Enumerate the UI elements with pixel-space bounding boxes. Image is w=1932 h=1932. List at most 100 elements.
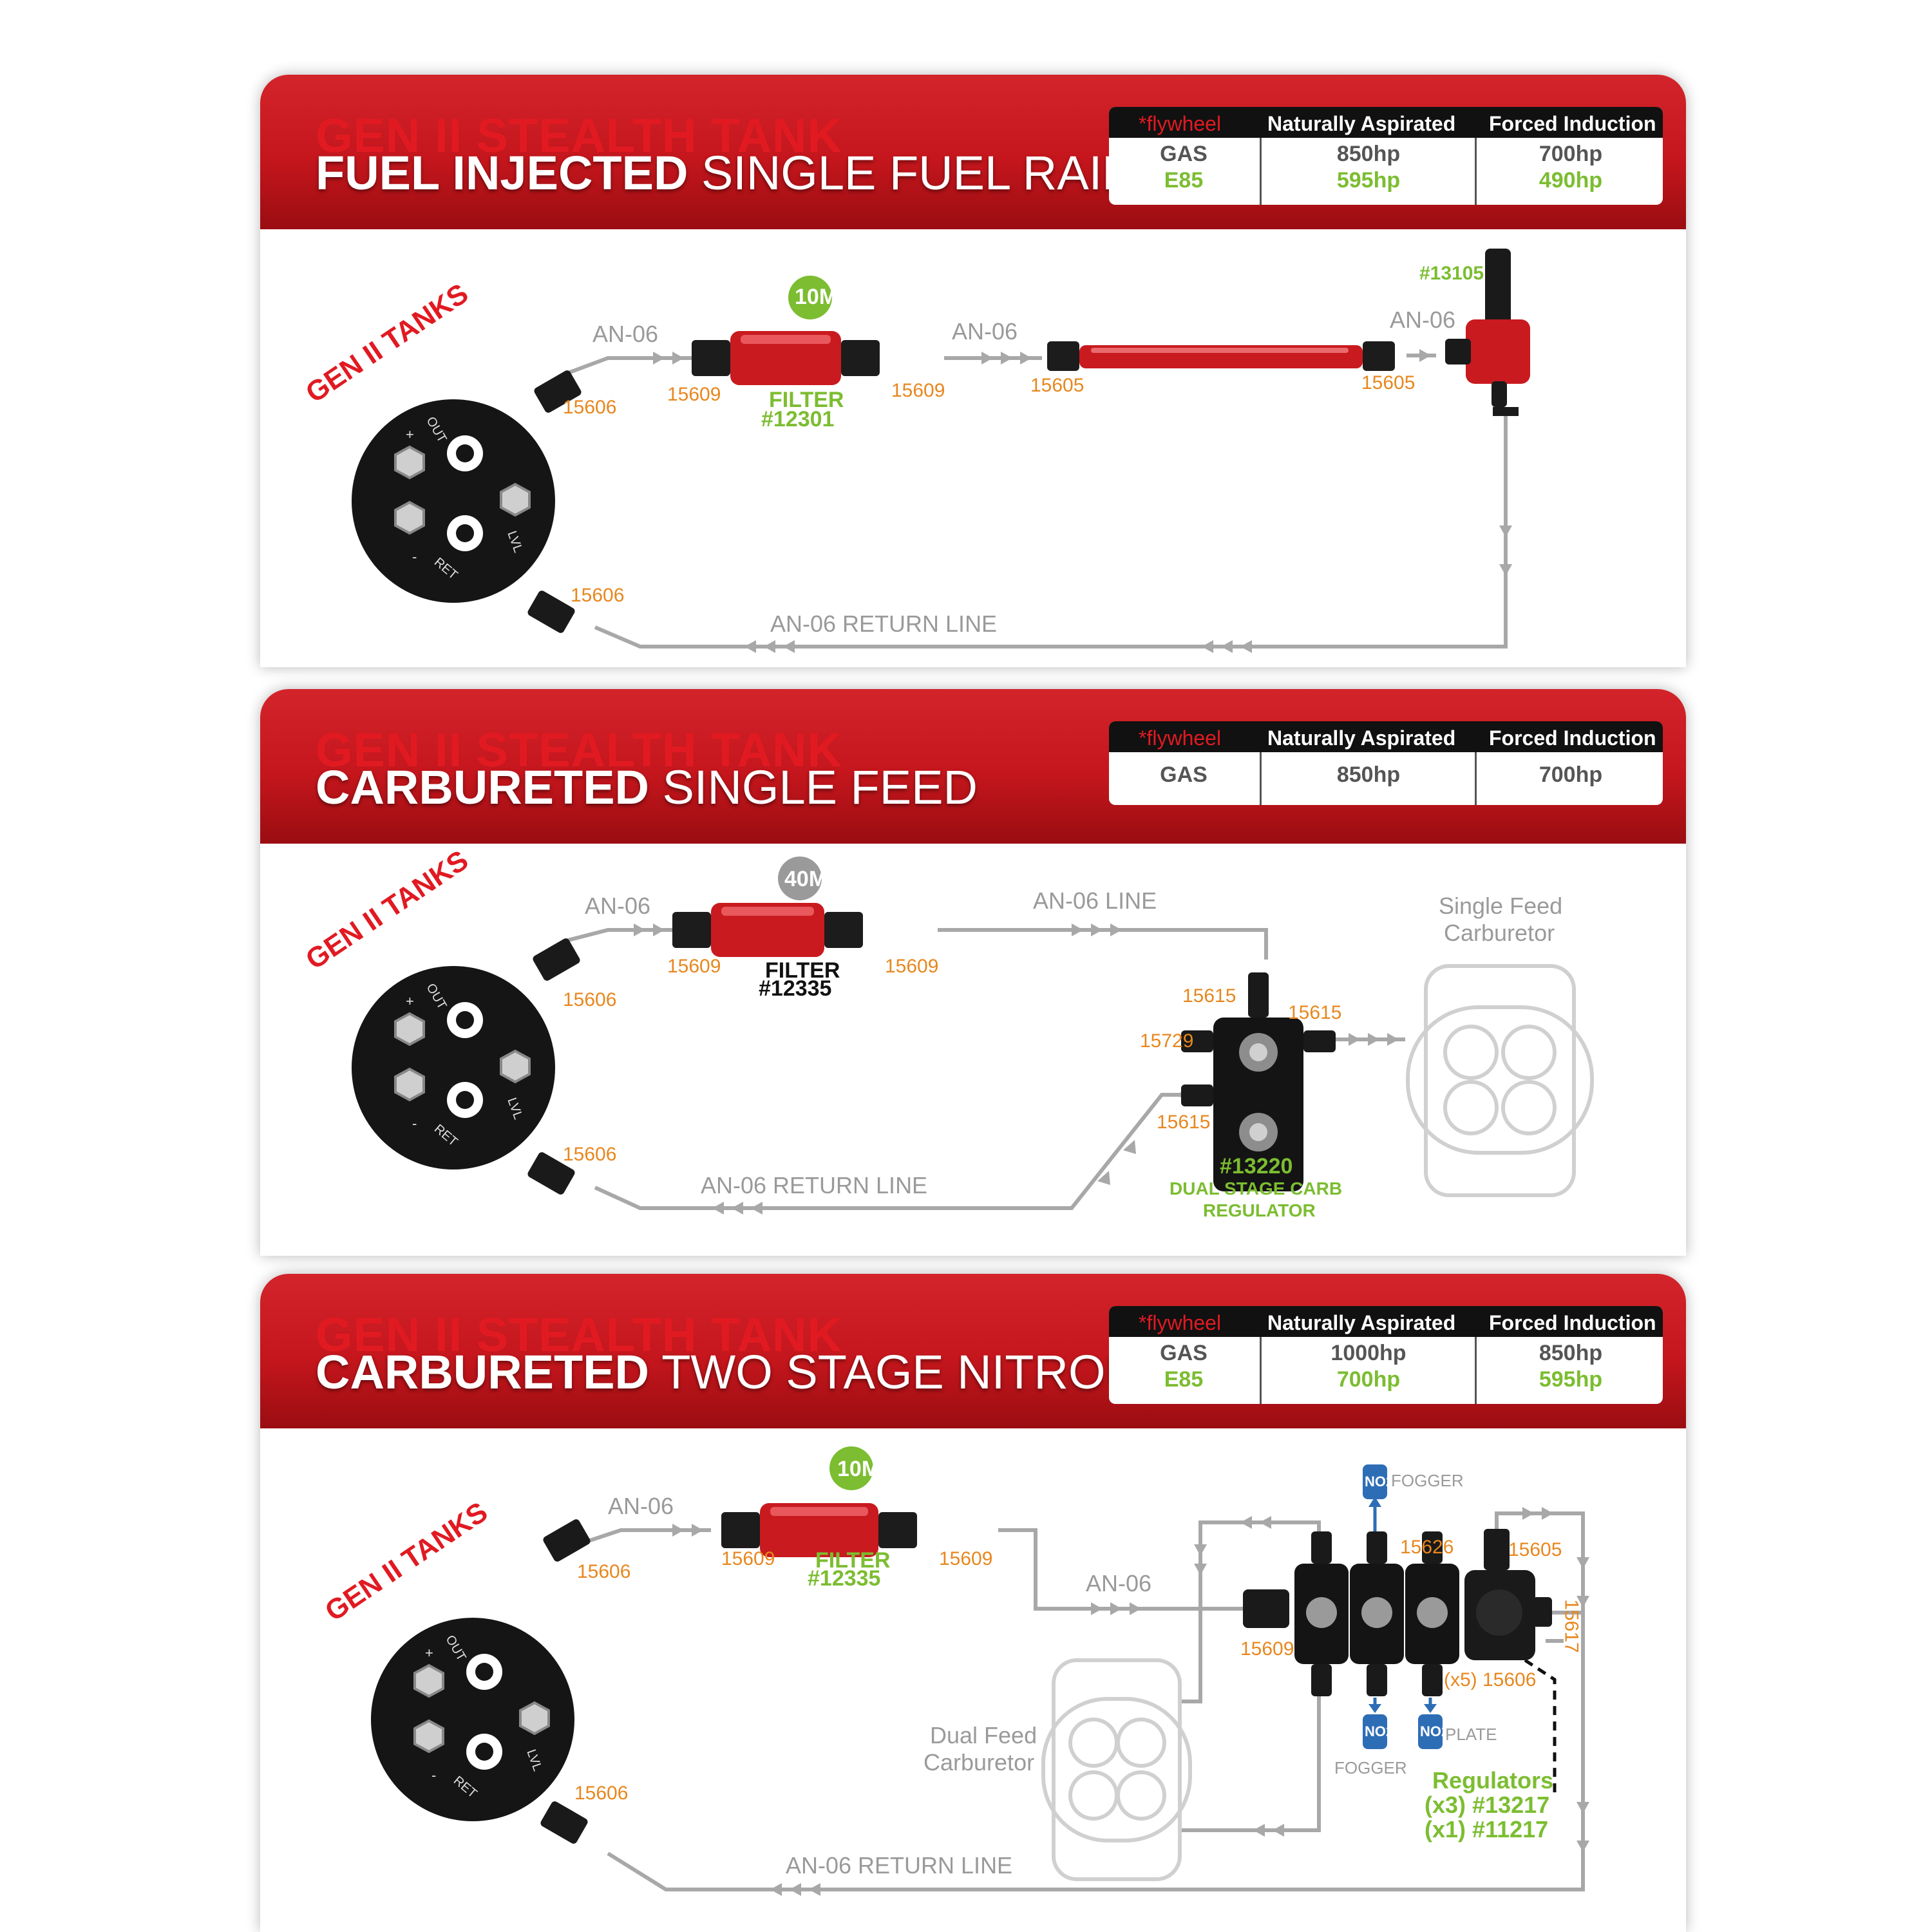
table-header: *flywheel Naturally Aspirated Forced Ind… bbox=[1109, 107, 1663, 138]
filter-label: FILTER bbox=[815, 1548, 891, 1573]
carburetor-label: Single Feed bbox=[1439, 893, 1563, 919]
regulators-line: (x1) #11217 bbox=[1425, 1816, 1549, 1842]
filter-label: FILTER bbox=[765, 958, 840, 983]
fi-gas-hp: 700hp bbox=[1539, 762, 1603, 787]
line-label: AN-06 bbox=[1390, 307, 1456, 333]
fuel-gas: GAS bbox=[1160, 762, 1208, 787]
fitting-label: 15606 bbox=[563, 989, 617, 1010]
table-header: *flywheel Naturally Aspirated Forced Ind… bbox=[1109, 721, 1663, 752]
horsepower-table: *flywheel Naturally Aspirated Forced Ind… bbox=[1109, 721, 1663, 805]
port-minus: - bbox=[412, 549, 417, 565]
filter-badge: 10M bbox=[795, 285, 838, 309]
filter-part: #12335 bbox=[808, 1566, 881, 1591]
filter-badge: 10M bbox=[837, 1457, 880, 1481]
fitting-label: 15609 bbox=[667, 956, 721, 977]
no2-fogger-label: FOGGER bbox=[1334, 1758, 1407, 1777]
fitting-label: 15609 bbox=[891, 380, 945, 401]
na-column: 1000hp 700hp bbox=[1260, 1337, 1475, 1404]
fitting-label: 15617 bbox=[1560, 1599, 1582, 1653]
no2-tag: NO2 bbox=[1420, 1723, 1450, 1739]
fitting-label: 15615 bbox=[1182, 985, 1236, 1007]
col-forced-induction: Forced Induction bbox=[1489, 1311, 1656, 1334]
flywheel-label: *flywheel bbox=[1139, 112, 1222, 135]
line-label: AN-06 bbox=[952, 318, 1018, 345]
fi-column: 700hp bbox=[1475, 752, 1663, 805]
col-naturally-aspirated: Naturally Aspirated bbox=[1267, 112, 1456, 135]
fi-gas-hp: 700hp bbox=[1539, 142, 1603, 166]
fitting-label: 15615 bbox=[1288, 1002, 1342, 1023]
port-plus: + bbox=[406, 426, 414, 442]
fuel-column: GAS E85 bbox=[1109, 1337, 1258, 1404]
line-label: AN-06 bbox=[592, 321, 659, 347]
fitting-label: 15626 bbox=[1400, 1537, 1454, 1558]
fuel-gas: GAS bbox=[1160, 142, 1208, 166]
fitting-label: 15605 bbox=[1361, 372, 1416, 393]
fitting-label: 15615 bbox=[1157, 1112, 1211, 1133]
plumbing-diagram bbox=[352, 857, 1594, 1215]
regulators-line: (x3) #13217 bbox=[1425, 1792, 1550, 1818]
table-header: *flywheel Naturally Aspirated Forced Ind… bbox=[1109, 1306, 1663, 1337]
fitting-label: 15606 bbox=[563, 397, 617, 418]
line-label: AN-06 bbox=[585, 893, 651, 919]
port-minus: - bbox=[431, 1767, 437, 1783]
fuel-e85: E85 bbox=[1164, 1367, 1204, 1392]
plumbing-diagram bbox=[352, 249, 1530, 653]
panel-title-line2: CARBURETED SINGLE FEED bbox=[316, 761, 978, 814]
no2-fogger-label: FOGGER bbox=[1391, 1471, 1464, 1490]
col-forced-induction: Forced Induction bbox=[1489, 726, 1656, 750]
regulator-desc: DUAL STAGE CARB bbox=[1170, 1179, 1343, 1198]
carburetor-label: Carburetor bbox=[923, 1749, 1035, 1776]
regulator-desc: REGULATOR bbox=[1203, 1200, 1316, 1220]
col-naturally-aspirated: Naturally Aspirated bbox=[1267, 726, 1456, 750]
na-e85-hp: 595hp bbox=[1336, 168, 1401, 193]
fuel-column: GAS E85 bbox=[1109, 138, 1258, 205]
regulator-part: #13220 bbox=[1220, 1154, 1293, 1179]
fitting-label: 15609 bbox=[885, 956, 939, 977]
fitting-label: 15609 bbox=[1240, 1638, 1294, 1660]
port-minus: - bbox=[412, 1115, 417, 1132]
fi-e85-hp: 595hp bbox=[1539, 1367, 1603, 1392]
line-label: AN-06 LINE bbox=[1033, 887, 1157, 914]
line-label: AN-06 bbox=[1086, 1570, 1152, 1596]
fitting-label: 15609 bbox=[721, 1548, 775, 1569]
fuel-column: GAS bbox=[1109, 752, 1258, 805]
col-naturally-aspirated: Naturally Aspirated bbox=[1267, 1311, 1456, 1334]
regulator-part: #13105 bbox=[1419, 263, 1484, 284]
carburetor-label: Dual Feed bbox=[930, 1722, 1037, 1748]
na-e85-hp: 700hp bbox=[1336, 1367, 1401, 1392]
filter-part: #12301 bbox=[761, 407, 835, 431]
fitting-label: 15609 bbox=[939, 1548, 993, 1569]
panel-fuel-injected: GEN II STEALTH TANK FUEL INJECTED SINGLE… bbox=[260, 75, 1686, 667]
regulators-title: Regulators bbox=[1432, 1767, 1554, 1794]
panel-title-line2: FUEL INJECTED SINGLE FUEL RAIL bbox=[316, 146, 1129, 200]
flywheel-label: *flywheel bbox=[1139, 726, 1222, 750]
fitting-label: 15605 bbox=[1508, 1539, 1562, 1560]
fi-e85-hp: 490hp bbox=[1539, 168, 1603, 193]
return-line-label: AN-06 RETURN LINE bbox=[701, 1172, 928, 1198]
fitting-label: 15606 bbox=[577, 1561, 631, 1582]
no2-tag: NO2 bbox=[1365, 1723, 1394, 1739]
panel-title-line1: GEN II STEALTH TANK bbox=[316, 1308, 842, 1361]
fuel-gas: GAS bbox=[1160, 1341, 1208, 1365]
horsepower-table: *flywheel Naturally Aspirated Forced Ind… bbox=[1109, 107, 1663, 205]
carburetor-label: Carburetor bbox=[1444, 920, 1555, 946]
line-label: AN-06 bbox=[608, 1493, 674, 1519]
fi-column: 850hp 595hp bbox=[1475, 1337, 1663, 1404]
no2-tag: NO2 bbox=[1365, 1473, 1394, 1490]
flywheel-label: *flywheel bbox=[1139, 1311, 1222, 1334]
fitting-label: 15729 bbox=[1140, 1030, 1194, 1052]
port-plus: + bbox=[406, 993, 414, 1009]
return-line-label: AN-06 RETURN LINE bbox=[770, 611, 998, 637]
panel-carbureted-single: GEN II STEALTH TANK CARBURETED SINGLE FE… bbox=[260, 689, 1686, 1256]
panel-title-line1: GEN II STEALTH TANK bbox=[316, 109, 842, 162]
filter-label: FILTER bbox=[769, 388, 844, 412]
fi-column: 700hp 490hp bbox=[1475, 138, 1663, 205]
fitting-label: 15609 bbox=[667, 384, 721, 405]
horsepower-table: *flywheel Naturally Aspirated Forced Ind… bbox=[1109, 1306, 1663, 1404]
fitting-label: (x5) 15606 bbox=[1444, 1669, 1537, 1690]
fi-gas-hp: 850hp bbox=[1539, 1341, 1603, 1365]
filter-part: #12335 bbox=[759, 976, 832, 1001]
return-line-label: AN-06 RETURN LINE bbox=[786, 1852, 1013, 1879]
na-gas-hp: 850hp bbox=[1336, 142, 1401, 166]
fitting-label: 15606 bbox=[563, 1144, 617, 1165]
